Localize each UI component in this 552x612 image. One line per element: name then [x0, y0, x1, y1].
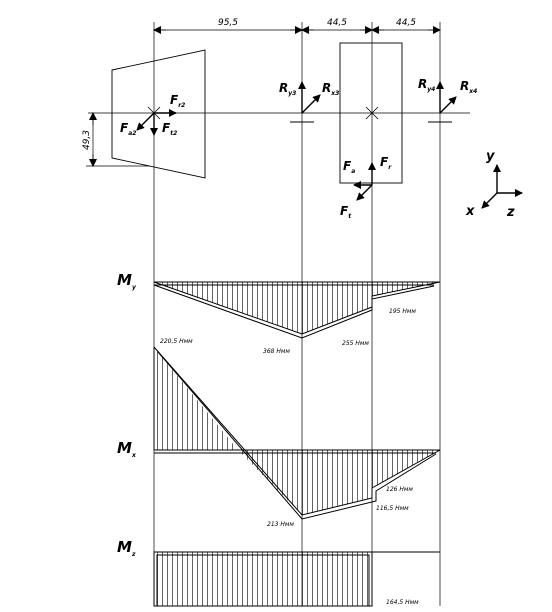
force-label-fr2: Fr2 — [170, 93, 185, 109]
diagram-mx — [153, 346, 441, 520]
gear-1-outline — [111, 49, 206, 179]
force-label-fa: Fa — [343, 159, 355, 175]
gear-1-labels: Fr2 Ft2 Fa2 — [120, 93, 185, 137]
mx-value-116-5: 116,5 Нмм — [376, 505, 409, 512]
diagram-my — [153, 281, 441, 339]
gear-2-outline — [339, 42, 403, 184]
gear-1-force-arrows — [136, 106, 177, 136]
axis-label-x: x — [465, 204, 475, 219]
force-label-fr: Fr — [380, 155, 392, 171]
dim-span-3: 44,5 — [396, 18, 416, 28]
my-value-368: 368 Нмм — [263, 348, 290, 355]
axis-label-z: z — [506, 205, 515, 220]
reaction-label-rx3: Rx3 — [322, 81, 339, 97]
reaction-label-rx4: Rx4 — [460, 79, 477, 95]
reaction-label-ry3: Ry3 — [279, 81, 296, 97]
force-label-ft: Ft — [340, 204, 352, 220]
dim-span-2: 44,5 — [327, 18, 347, 28]
side-dimension — [86, 112, 150, 167]
mx-value-213: 213 Нмм — [267, 521, 294, 528]
coordinate-axes — [481, 164, 523, 209]
diagram-my-label: My — [117, 271, 137, 291]
gear-2-center — [365, 106, 379, 120]
mx-value-220-5: 220,5 Нмм — [160, 338, 193, 345]
mz-value-164-5: 164,5 Нмм — [386, 599, 419, 606]
reaction-label-ry4: Ry4 — [418, 77, 435, 93]
diagram-mz-label: Mz — [117, 538, 136, 558]
axis-label-y: y — [486, 149, 495, 164]
force-label-ft2: Ft2 — [162, 121, 177, 137]
diagram-mz — [153, 551, 440, 607]
bearing-1 — [290, 81, 321, 123]
diagram-mx-label: Mx — [117, 439, 137, 459]
mx-value-126: 126 Нмм — [386, 486, 413, 493]
force-label-fa2: Fa2 — [120, 121, 136, 137]
bearing-2 — [428, 81, 457, 123]
my-value-195: 195 Нмм — [389, 308, 416, 315]
dim-offset: 49,3 — [82, 130, 92, 150]
dim-span-1: 95,5 — [218, 18, 238, 28]
gear-2-force-arrows — [353, 162, 376, 201]
my-value-255: 255 Нмм — [342, 340, 369, 347]
